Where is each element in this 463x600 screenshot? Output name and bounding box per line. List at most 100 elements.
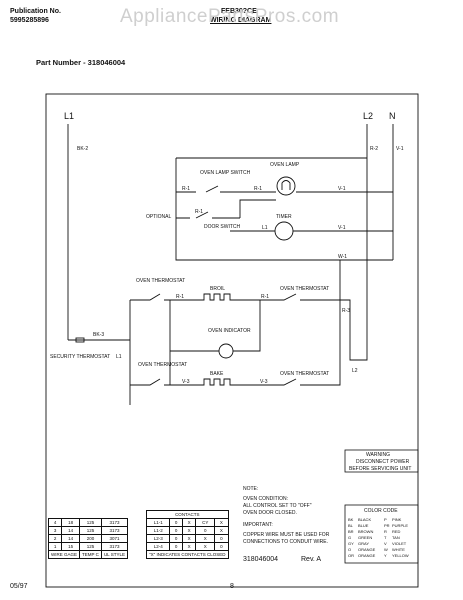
- color-code-cell: OR: [348, 553, 354, 558]
- line-l1-label: L1: [64, 111, 74, 121]
- broil-label: BROIL: [210, 286, 225, 292]
- color-code-cell: TAN: [392, 535, 400, 540]
- table-cell: L1-2: [145, 526, 171, 535]
- wire-l2-label: L2: [352, 368, 358, 374]
- color-code-cell: WHITE: [392, 547, 405, 552]
- wire-v3-a: V-3: [182, 379, 190, 385]
- right-thermostat-contact: [260, 260, 341, 301]
- color-code-cell: YELLOW: [392, 553, 409, 558]
- color-code-cell: BROWN: [358, 529, 373, 534]
- color-code-cell: PINK: [392, 517, 402, 522]
- note-title: NOTE:: [243, 486, 258, 492]
- wire-r2-label: R-2: [370, 146, 378, 152]
- table-cell: X: [181, 518, 197, 527]
- diagram-border: [45, 93, 419, 588]
- page-title: WIRING DIAGRAM: [210, 17, 272, 24]
- color-code-cell: PR: [384, 523, 390, 528]
- table-footer-row: "X" INDICATES CONTACTS CLOSED: [146, 550, 229, 559]
- timer-symbol: [274, 221, 294, 241]
- model-number: FEB30?CE: [221, 8, 257, 15]
- part-number: Part Number - 318046004: [36, 58, 126, 67]
- table-cell: 0: [169, 542, 183, 551]
- color-code-cell: BR: [348, 529, 354, 534]
- footer-page: 8: [230, 583, 234, 590]
- bottom-right-thermostat-contact: [260, 300, 341, 386]
- door-switch-link: [239, 199, 276, 218]
- color-code-cell: BL: [348, 523, 354, 528]
- wire-r1-b: R-1: [254, 186, 262, 192]
- table-cell: 3173: [100, 542, 129, 551]
- table-cell: 3: [47, 526, 63, 535]
- color-code-cell: RED: [392, 529, 401, 534]
- table-cell: 14: [61, 534, 81, 543]
- timer-l: L1: [262, 225, 268, 231]
- wire-r1-c: R-1: [195, 209, 203, 215]
- oven-lamp-switch: [176, 185, 276, 193]
- table-cell: 0: [214, 542, 229, 551]
- important-line-2: CONNECTIONS TO CONDUIT WIRE.: [243, 539, 328, 545]
- table-cell: 3173: [100, 518, 129, 527]
- oven-thermostat-bottom-label: OVEN THERMOSTAT: [138, 362, 187, 368]
- wire-v1-label: V-1: [396, 146, 404, 152]
- color-code-cell: GREEN: [358, 535, 372, 540]
- table-footer: "X" INDICATES CONTACTS CLOSED: [146, 550, 229, 559]
- l2-return: [340, 158, 368, 361]
- table-header: CONTACTS: [146, 510, 229, 519]
- security-thermostat-symbol: [75, 337, 85, 343]
- table-cell: 14: [61, 526, 81, 535]
- wire-r3: R-3: [342, 308, 350, 314]
- bake-element: [200, 378, 260, 386]
- bottom-thermostat-contact: [130, 378, 200, 386]
- publication-number: 5995285896: [10, 17, 49, 24]
- oven-lamp-symbol: [276, 176, 296, 196]
- color-code-cell: T: [384, 535, 387, 540]
- table-cell: 2: [47, 534, 63, 543]
- table-cell: 15: [61, 542, 81, 551]
- table-cell: 125: [79, 542, 102, 551]
- important-title: IMPORTANT:: [243, 522, 273, 528]
- oven-lamp-label: OVEN LAMP: [270, 162, 300, 168]
- doc-number: 318046004: [243, 556, 278, 563]
- color-code-cell: W: [384, 547, 388, 552]
- wire-bk3: BK-3: [93, 332, 104, 338]
- color-code-cell: BLACK: [358, 517, 371, 522]
- wire-w1: W-1: [338, 254, 347, 260]
- table-cell: X: [181, 534, 197, 543]
- warning-text-2: BEFORE SERVICING UNIT: [349, 466, 411, 472]
- table-header: TEMP C: [79, 550, 102, 559]
- color-code-cell: GRAY: [358, 541, 369, 546]
- color-code-cell: P: [384, 517, 387, 522]
- footer-date: 05/97: [10, 583, 28, 590]
- color-code-cell: Y: [384, 553, 387, 558]
- warning-text-1: DISCONNECT POWER: [356, 459, 410, 465]
- important-line-1: COPPER WIRE MUST BE USED FOR: [243, 532, 330, 538]
- oven-thermostat-top-label: OVEN THERMOSTAT: [136, 278, 185, 284]
- table-header: UL STYLE: [100, 550, 129, 559]
- table-cell: 125: [79, 526, 102, 535]
- table-cell: 3173: [100, 526, 129, 535]
- table-cell: X: [181, 542, 197, 551]
- table-cell: 1: [47, 542, 63, 551]
- table-cell: 0: [169, 534, 183, 543]
- timer-label: TIMER: [276, 214, 292, 220]
- oven-indicator-label: OVEN INDICATOR: [208, 328, 251, 334]
- table-cell: 4: [47, 518, 63, 527]
- note-line-1: OVEN CONDITION:: [243, 496, 288, 502]
- note-line-3: OVEN DOOR CLOSED.: [243, 510, 297, 516]
- table-header-row: CONTACTS: [146, 510, 229, 519]
- oven-thermostat-right-label: OVEN THERMOSTAT: [280, 286, 329, 292]
- wire-r1-d: R-1: [176, 294, 184, 300]
- color-code-cell: G: [348, 535, 351, 540]
- table-cell: 0: [195, 526, 216, 535]
- revision: Rev. A: [301, 556, 321, 563]
- line-l2-label: L2: [363, 111, 373, 121]
- color-code-cell: ORANGE: [358, 553, 376, 558]
- table-cell: 0: [169, 526, 183, 535]
